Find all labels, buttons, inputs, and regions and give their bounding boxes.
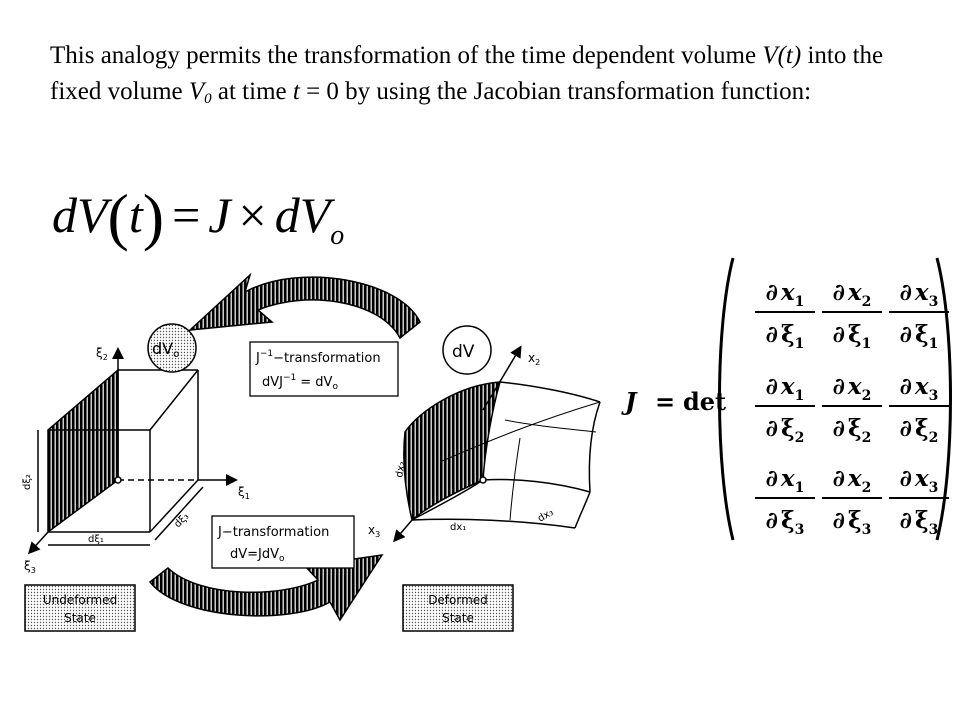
intro-paragraph: This analogy permits the transformation … xyxy=(50,38,910,110)
inverse-transformation-line2: dVJ−1= dVo xyxy=(262,373,338,392)
undeformed-state-line1: Undeformed xyxy=(43,593,117,607)
d-x3-label: dx₃ xyxy=(536,507,556,525)
formula-equals: = xyxy=(172,187,201,243)
jacobian-denominator-r1c2: ∂ξ1 xyxy=(833,321,872,352)
cube-origin-point xyxy=(114,476,122,484)
jacobian-numerator-r3c1: ∂x1 xyxy=(766,465,805,496)
formula-t: t xyxy=(128,187,143,243)
inverse-transformation-box xyxy=(249,341,399,397)
jacobian-denominator-r2c2: ∂ξ2 xyxy=(833,415,872,446)
jacobian-denominator-r2c1: ∂ξ2 xyxy=(766,415,805,446)
axis-xi1-label: ξ1 xyxy=(238,485,250,501)
formula-times: × xyxy=(238,187,267,243)
formula-lhs: dV xyxy=(52,187,108,243)
volume-bubble-deformed xyxy=(442,325,492,375)
deformed-state-line2: State xyxy=(442,611,474,625)
axis-xi2-label: ξ2 xyxy=(96,346,108,362)
inverse-transformation-line1: J−1−transformation xyxy=(255,349,381,366)
formula-rhs: dV xyxy=(274,187,331,243)
undeformed-cube xyxy=(27,347,238,555)
jacobian-lhs: J xyxy=(621,387,638,416)
volume-bubble-deformed-label: dV xyxy=(452,342,475,362)
d-x1-label: dx₁ xyxy=(450,522,466,533)
jacobian-numerator-r2c2: ∂x2 xyxy=(833,373,872,404)
deformed-state-box xyxy=(402,584,514,632)
forward-transformation-arrow xyxy=(148,554,384,622)
formula-rhs-sub: o xyxy=(330,220,345,251)
jacobian-denominator-r3c2: ∂ξ3 xyxy=(833,507,872,538)
intro-t: t xyxy=(292,78,300,105)
intro-text-4: = 0 by using the Jacobian transformation… xyxy=(299,78,812,105)
axis-x3-label: x3 xyxy=(368,523,380,539)
jacobian-numerator-r2c1: ∂x1 xyxy=(766,373,805,404)
deformed-state-line1: Deformed xyxy=(428,593,488,607)
jacobian-numerator-r1c3: ∂x3 xyxy=(900,279,939,310)
d-xi2-label: dξ₂ xyxy=(22,474,33,490)
jacobian-numerator-r2c3: ∂x3 xyxy=(900,373,939,404)
axis-x2-label: x2 xyxy=(528,351,540,367)
axis-x2-line xyxy=(482,345,522,411)
inverse-transformation-arrow xyxy=(187,272,421,340)
jacobian-numerator-r3c2: ∂x2 xyxy=(833,465,872,496)
axis-xi3-line xyxy=(27,531,49,555)
intro-text-3: at time xyxy=(211,78,293,105)
transformation-diagram: ξ2 ξ1 ξ3 dξ₁ dξ₂ dξ₃ dVo J−1−transformat… xyxy=(22,272,601,632)
jacobian-denominator-r2c3: ∂ξ2 xyxy=(900,415,939,446)
forward-transformation-box xyxy=(211,515,355,569)
cube-shaded-face xyxy=(47,368,119,534)
intro-v0: V0 xyxy=(188,78,212,107)
matrix-right-paren xyxy=(935,257,952,541)
intro-text-2: into the fixed volume xyxy=(50,42,884,105)
intro-text-1: This analogy permits the transformation … xyxy=(50,42,763,69)
forward-transformation-line1: J−transformation xyxy=(217,525,329,540)
jacobian-equals: = xyxy=(655,387,675,416)
jacobian-determinant: J = det ∂x1∂ξ1∂x2∂ξ1∂x3∂ξ1∂x1∂ξ2∂x2∂ξ2∂x… xyxy=(621,257,952,541)
forward-transformation-line2: dV=JdVo xyxy=(230,547,285,564)
jacobian-numerator-r1c1: ∂x1 xyxy=(766,279,805,310)
jacobian-numerator-r1c2: ∂x2 xyxy=(833,279,872,310)
volume-bubble-undeformed-label: dVo xyxy=(152,339,179,360)
jacobian-denominator-r1c1: ∂ξ1 xyxy=(766,321,805,352)
undeformed-state-box xyxy=(24,584,136,632)
deformed-shaded-face xyxy=(403,381,502,522)
volume-formula: dV(t)=J×dVo xyxy=(52,180,344,254)
deformed-origin-point xyxy=(479,476,487,484)
d-xi1-label: dξ₁ xyxy=(88,534,104,545)
jacobian-denominator-r1c3: ∂ξ1 xyxy=(900,321,939,352)
formula-rparen: ) xyxy=(142,181,165,252)
axis-x3-line xyxy=(393,519,413,543)
matrix-left-paren xyxy=(718,257,735,541)
jacobian-denominator-r3c3: ∂ξ3 xyxy=(900,507,939,538)
jacobian-denominator-r3c1: ∂ξ3 xyxy=(766,507,805,538)
volume-bubble-undeformed xyxy=(147,323,197,373)
formula-lparen: ( xyxy=(107,181,129,252)
d-x2-label: dx₂ xyxy=(394,461,408,479)
intro-vt: V(t) xyxy=(762,42,802,69)
undeformed-state-line2: State xyxy=(64,611,96,625)
jacobian-numerator-r3c3: ∂x3 xyxy=(900,465,939,496)
axis-xi3-label: ξ3 xyxy=(24,559,36,575)
deformed-cube xyxy=(393,345,601,543)
d-xi3-label: dξ₃ xyxy=(172,511,191,530)
formula-j: J xyxy=(208,187,231,243)
